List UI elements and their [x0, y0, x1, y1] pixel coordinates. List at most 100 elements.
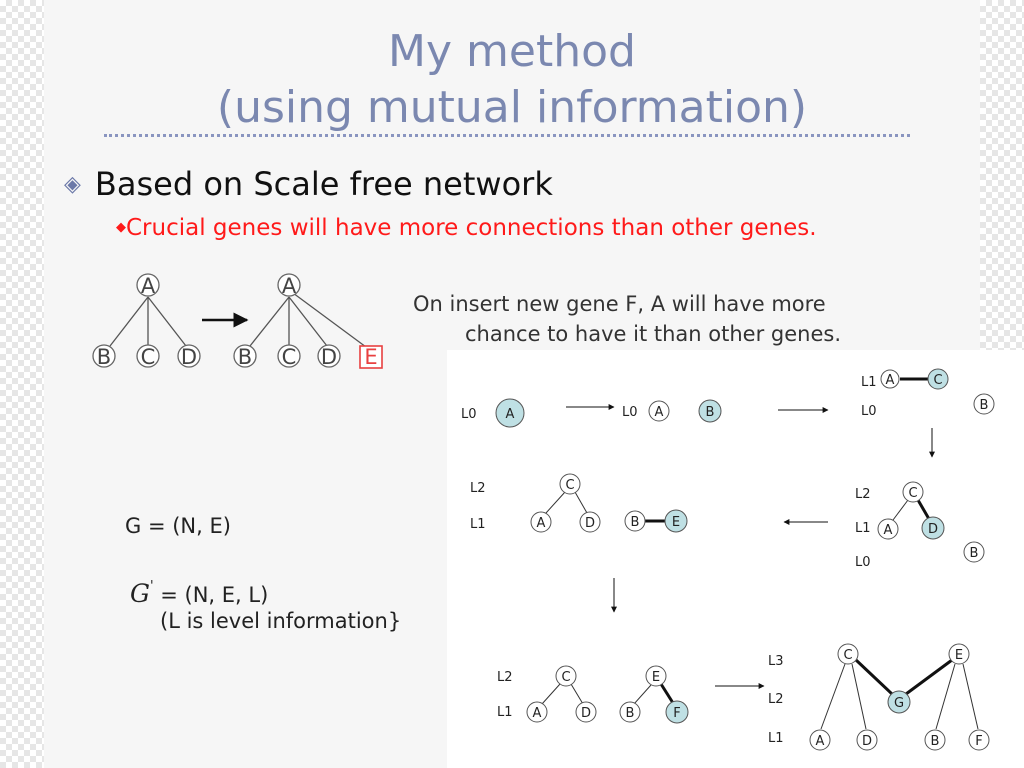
svg-text:A: A	[141, 274, 156, 298]
node-e: E	[948, 643, 970, 665]
svg-text:B: B	[626, 706, 635, 721]
svg-text:B: B	[97, 345, 111, 369]
node-c: C	[136, 344, 160, 369]
node-c: C	[927, 368, 949, 390]
node-d: D	[177, 344, 201, 369]
svg-text:A: A	[506, 407, 515, 422]
bullet-sub: ◆Crucial genes will have more connection…	[116, 215, 817, 241]
node-d: D	[856, 729, 878, 751]
node-c: C	[277, 344, 301, 369]
node-b: B	[233, 344, 257, 369]
svg-text:C: C	[565, 478, 574, 493]
svg-text:L1: L1	[768, 731, 784, 746]
svg-text:E: E	[364, 345, 377, 369]
svg-text:C: C	[141, 345, 156, 369]
node-d: D	[317, 344, 341, 369]
svg-text:L0: L0	[461, 407, 477, 422]
svg-text:L1: L1	[861, 375, 877, 390]
graph-definition: G = (N, E)	[125, 514, 231, 538]
node-d: D	[575, 701, 597, 723]
svg-text:L2: L2	[497, 670, 513, 685]
caption-line-2: chance to have it than other genes.	[465, 322, 841, 346]
background-pattern-left	[0, 0, 44, 768]
node-a: A	[809, 729, 831, 751]
node-c: C	[837, 643, 859, 665]
svg-text:E: E	[955, 648, 963, 663]
node-d: D	[921, 516, 945, 540]
g-prime-symbol: G	[130, 579, 150, 608]
node-b: B	[624, 510, 646, 532]
svg-text:L1: L1	[470, 517, 486, 532]
node-f: F	[665, 700, 689, 724]
svg-text:E: E	[672, 515, 680, 530]
node-a: A	[877, 518, 899, 540]
node-g: G	[887, 690, 911, 714]
svg-text:B: B	[970, 546, 979, 561]
step-3: L1 L0 A C B	[861, 368, 995, 419]
level-note: (L is level information}	[160, 609, 402, 633]
svg-text:L3: L3	[768, 654, 784, 669]
svg-text:B: B	[631, 515, 640, 530]
svg-text:L2: L2	[855, 487, 871, 502]
node-d: D	[579, 511, 601, 533]
step-4: L2 L1 L0 C A D B	[855, 481, 985, 570]
level-diagram-panel	[447, 350, 1024, 768]
svg-text:L1: L1	[855, 521, 871, 536]
svg-text:D: D	[581, 706, 591, 721]
g-prime-rest: = (N, E, L)	[160, 583, 269, 607]
node-a: A	[495, 398, 525, 428]
node-a: A	[530, 511, 552, 533]
node-b: B	[924, 729, 946, 751]
node-a: A	[526, 701, 548, 723]
svg-text:C: C	[282, 345, 297, 369]
title-line-1: My method	[388, 26, 636, 77]
title-line-2: (using mutual information)	[216, 82, 808, 133]
node-a: A	[648, 400, 670, 422]
svg-text:B: B	[980, 398, 989, 413]
svg-text:E: E	[652, 670, 660, 685]
node-c: C	[902, 481, 924, 503]
svg-text:B: B	[931, 734, 940, 749]
svg-text:B: B	[238, 345, 252, 369]
svg-text:L0: L0	[855, 555, 871, 570]
diamond-bullet-icon: ◈	[64, 172, 81, 197]
step-6: L2 L1 C A D E B F	[497, 665, 689, 724]
step-5: L2 L1 C A D B E	[470, 473, 688, 533]
node-e: E	[664, 509, 688, 533]
small-diamond-bullet-icon: ◆	[116, 220, 126, 235]
node-b: B	[619, 701, 641, 723]
node-e-new: E	[359, 345, 383, 369]
svg-text:D: D	[928, 522, 938, 537]
svg-text:A: A	[533, 706, 542, 721]
node-c: C	[559, 473, 581, 495]
node-e: E	[645, 665, 667, 687]
svg-text:A: A	[884, 523, 893, 538]
svg-text:L0: L0	[622, 405, 638, 420]
caption-line-1: On insert new gene F, A will have more	[413, 292, 826, 316]
bullet-main: ◈ Based on Scale free network	[64, 165, 553, 203]
svg-text:L2: L2	[768, 692, 784, 707]
svg-text:D: D	[862, 734, 872, 749]
svg-text:G: G	[894, 696, 904, 711]
bullet-sub-text: Crucial genes will have more connections…	[126, 215, 817, 241]
svg-text:C: C	[843, 648, 852, 663]
node-f: F	[968, 729, 990, 751]
svg-text:L1: L1	[497, 705, 513, 720]
prime-mark: '	[149, 579, 154, 594]
svg-text:C: C	[561, 670, 570, 685]
svg-text:A: A	[282, 274, 297, 298]
svg-text:C: C	[933, 373, 942, 388]
svg-text:L2: L2	[470, 481, 486, 496]
node-c: C	[555, 665, 577, 687]
node-a: A	[277, 273, 301, 298]
node-b: B	[92, 344, 116, 369]
tree-after: A B C D E	[233, 273, 383, 369]
step-2: L0 A B	[622, 399, 722, 423]
svg-text:D: D	[181, 345, 197, 369]
svg-text:F: F	[673, 706, 680, 721]
node-b: B	[973, 393, 995, 415]
tree-before: A B C D	[92, 273, 201, 369]
bullet-main-text: Based on Scale free network	[94, 165, 553, 203]
svg-text:D: D	[585, 516, 595, 531]
